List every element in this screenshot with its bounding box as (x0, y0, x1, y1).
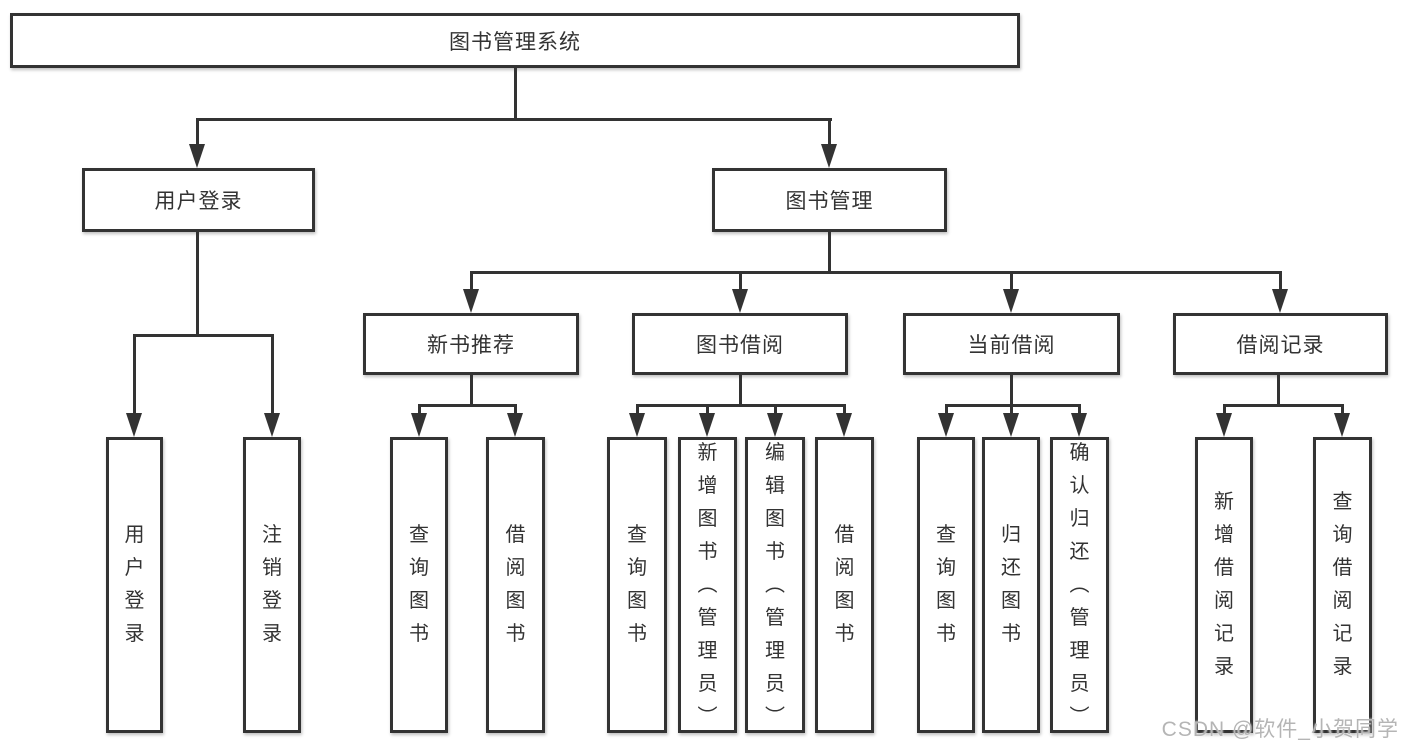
connector-line (706, 404, 709, 417)
leaf-borrowing-query-book: 查 询 图 书 (607, 437, 667, 733)
connector-line (418, 404, 517, 407)
connector-line (1010, 271, 1013, 293)
leaf-user-login: 用 户 登 录 (106, 437, 163, 733)
connector-line (739, 375, 742, 407)
connector-line (636, 404, 639, 417)
leaf-records-query-record: 查 询 借 阅 记 录 (1313, 437, 1372, 733)
arrow-down-icon (189, 144, 205, 168)
arrow-down-icon (629, 413, 645, 437)
leaf-borrowing-edit-book-admin-label: 编 辑 图 书 ︵ 管 理 员 ︶ (765, 441, 785, 728)
leaf-borrowing-add-book-admin: 新 增 图 书 ︵ 管 理 员 ︶ (678, 437, 737, 733)
leaf-recommend-borrow-book-label: 借 阅 图 书 (505, 524, 526, 645)
connector-line (739, 271, 742, 293)
arrow-down-icon (1272, 289, 1288, 313)
connector-line (1341, 404, 1344, 417)
arrow-down-icon (1334, 413, 1350, 437)
arrow-down-icon (767, 413, 783, 437)
node-root: 图书管理系统 (10, 13, 1020, 68)
arrow-down-icon (821, 144, 837, 168)
leaf-borrowing-query-book-label: 查 询 图 书 (627, 524, 647, 645)
connector-line (843, 404, 846, 417)
leaf-current-query-book-label: 查 询 图 书 (936, 524, 956, 645)
leaf-current-confirm-return-admin-label: 确 认 归 还 ︵ 管 理 员 ︶ (1069, 441, 1090, 728)
arrow-down-icon (699, 413, 715, 437)
node-book-borrowing-label: 图书借阅 (696, 334, 784, 357)
connector-line (945, 404, 1081, 407)
connector-line (196, 232, 199, 337)
connector-line (1223, 404, 1344, 407)
connector-line (133, 334, 274, 337)
arrow-down-icon (264, 413, 280, 437)
leaf-logout-label: 注 销 登 录 (262, 524, 282, 645)
arrow-down-icon (411, 413, 427, 437)
leaf-records-query-record-label: 查 询 借 阅 记 录 (1332, 491, 1353, 678)
connector-line (133, 334, 136, 419)
arrow-down-icon (938, 413, 954, 437)
connector-line (1078, 404, 1081, 417)
connector-line (196, 118, 832, 121)
node-current-borrowing: 当前借阅 (903, 313, 1120, 375)
watermark: CSDN @软件_小贺同学 (1161, 718, 1399, 741)
connector-line (470, 271, 473, 293)
node-borrowing-records: 借阅记录 (1173, 313, 1388, 375)
leaf-records-add-record: 新 增 借 阅 记 录 (1195, 437, 1253, 733)
connector-line (514, 68, 517, 121)
leaf-borrowing-edit-book-admin: 编 辑 图 书 ︵ 管 理 员 ︶ (745, 437, 805, 733)
leaf-current-query-book: 查 询 图 书 (917, 437, 975, 733)
arrow-down-icon (1003, 413, 1019, 437)
leaf-recommend-query-book-label: 查 询 图 书 (409, 524, 429, 645)
connector-line (470, 375, 473, 407)
connector-line (828, 232, 831, 274)
connector-line (1223, 404, 1226, 417)
leaf-borrowing-borrow-book-label: 借 阅 图 书 (834, 524, 855, 645)
node-book-management: 图书管理 (712, 168, 947, 232)
connector-line (514, 404, 517, 417)
node-borrowing-records-label: 借阅记录 (1236, 334, 1325, 357)
leaf-records-add-record-label: 新 增 借 阅 记 录 (1214, 491, 1234, 678)
connector-line (271, 334, 274, 419)
leaf-logout: 注 销 登 录 (243, 437, 301, 733)
connector-line (196, 118, 199, 148)
leaf-current-confirm-return-admin: 确 认 归 还 ︵ 管 理 员 ︶ (1050, 437, 1109, 733)
arrow-down-icon (1216, 413, 1232, 437)
node-book-management-label: 图书管理 (785, 190, 874, 213)
connector-line (1279, 271, 1282, 293)
arrow-down-icon (836, 413, 852, 437)
connector-line (470, 271, 1282, 274)
arrow-down-icon (507, 413, 523, 437)
node-book-borrowing: 图书借阅 (632, 313, 848, 375)
connector-line (1010, 375, 1013, 407)
node-root-label: 图书管理系统 (449, 30, 581, 54)
node-new-book-recommend: 新书推荐 (363, 313, 579, 375)
node-user-login-label: 用户登录 (154, 190, 243, 213)
leaf-recommend-query-book: 查 询 图 书 (390, 437, 448, 733)
leaf-borrowing-borrow-book: 借 阅 图 书 (815, 437, 874, 733)
connector-line (1010, 404, 1013, 417)
leaf-recommend-borrow-book: 借 阅 图 书 (486, 437, 545, 733)
leaf-user-login-label: 用 户 登 录 (124, 524, 145, 645)
leaf-current-return-book-label: 归 还 图 书 (1001, 524, 1021, 645)
leaf-borrowing-add-book-admin-label: 新 增 图 书 ︵ 管 理 员 ︶ (697, 441, 718, 728)
leaf-current-return-book: 归 还 图 书 (982, 437, 1040, 733)
node-new-book-recommend-label: 新书推荐 (427, 334, 515, 357)
arrow-down-icon (1071, 413, 1087, 437)
node-current-borrowing-label: 当前借阅 (967, 334, 1056, 357)
node-user-login: 用户登录 (82, 168, 315, 232)
connector-line (945, 404, 948, 417)
arrow-down-icon (732, 289, 748, 313)
arrow-down-icon (126, 413, 142, 437)
connector-line (418, 404, 421, 417)
arrow-down-icon (1003, 289, 1019, 313)
arrow-down-icon (463, 289, 479, 313)
connector-line (636, 404, 846, 407)
connector-line (828, 118, 831, 148)
connector-line (774, 404, 777, 417)
connector-line (1277, 375, 1280, 407)
